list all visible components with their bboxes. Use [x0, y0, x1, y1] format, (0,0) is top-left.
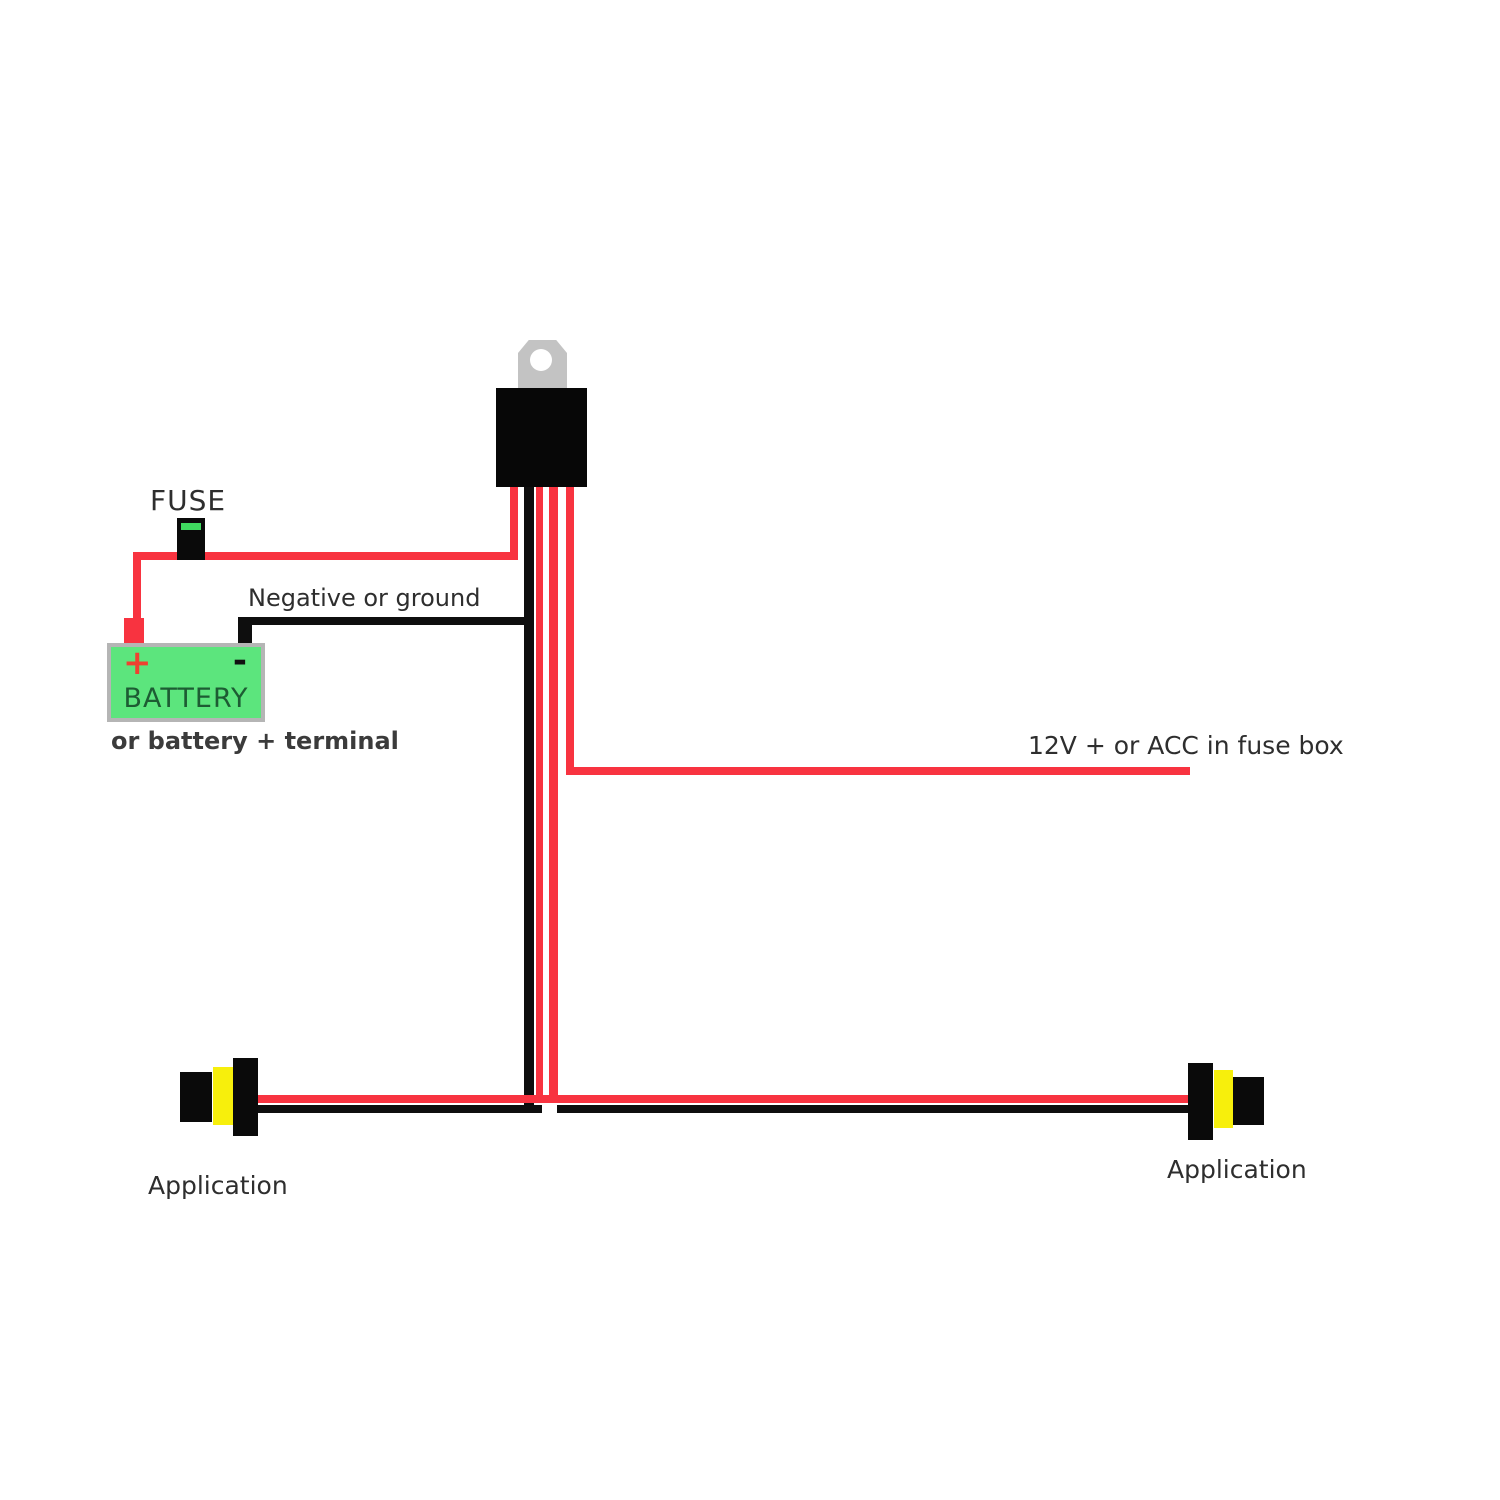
wire-red-acc-horizontal — [566, 767, 1190, 775]
battery-plus-symbol: + — [123, 643, 152, 683]
battery-caption: or battery + terminal — [111, 727, 399, 755]
wire-black-bottom-bus-left — [258, 1105, 542, 1113]
wire-black-bottom-bus-right — [557, 1105, 1188, 1113]
mounting-hole-icon — [530, 349, 552, 371]
application-right-label: Application — [1167, 1155, 1307, 1184]
wire-red-fuse-horizontal — [133, 552, 518, 560]
battery-negative-terminal — [238, 617, 252, 645]
right-connector-cap — [1233, 1077, 1264, 1125]
wire-black-ground-horizontal — [238, 617, 534, 625]
negative-or-ground-label: Negative or ground — [248, 584, 481, 612]
acc-label: 12V + or ACC in fuse box — [1028, 731, 1344, 760]
fuse-green-stripe — [181, 523, 201, 530]
right-connector-seal — [1214, 1070, 1233, 1128]
battery-minus-symbol: - — [232, 641, 247, 681]
application-left-label: Application — [148, 1171, 288, 1200]
wire-red-acc-vertical — [566, 487, 574, 775]
battery: + - BATTERY — [107, 641, 265, 722]
left-connector-seal — [213, 1067, 233, 1125]
relay-body — [496, 388, 587, 487]
wire-red-relay-to-fuse-vertical — [510, 487, 518, 560]
wire-red-output-right — [549, 487, 558, 1103]
battery-positive-terminal — [124, 618, 144, 645]
wire-red-output-left — [536, 487, 543, 1103]
wire-black-ground-vertical — [524, 487, 534, 1113]
wire-red-to-battery-vertical — [133, 552, 141, 622]
battery-label: BATTERY — [123, 683, 249, 714]
left-connector-cap — [180, 1072, 212, 1122]
fuse-label: FUSE — [150, 484, 227, 517]
wire-red-bottom-bus — [258, 1095, 1188, 1103]
left-connector-body — [233, 1058, 258, 1136]
right-connector-body — [1188, 1063, 1213, 1140]
